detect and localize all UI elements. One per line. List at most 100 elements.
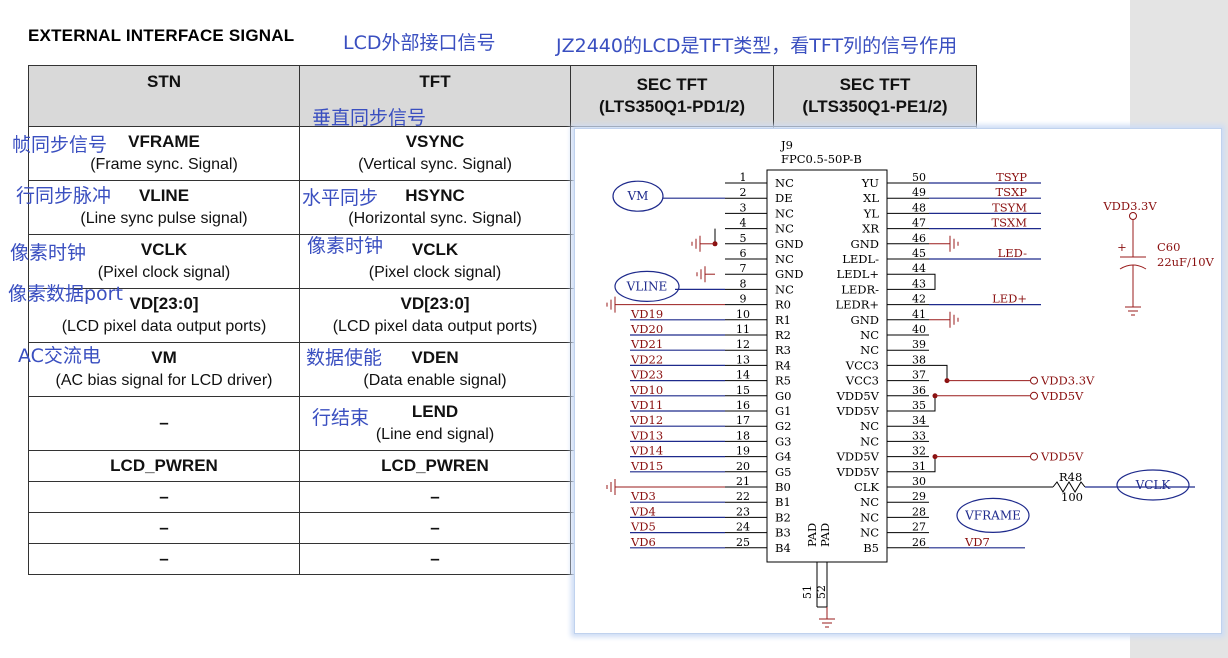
power-port	[1129, 212, 1137, 220]
pin-number: 47	[912, 217, 926, 230]
cell-stn: –	[28, 512, 300, 544]
pad-label-1: PAD	[805, 523, 819, 547]
pin-number: 3	[740, 201, 747, 214]
net-label: VD6	[630, 535, 656, 549]
pin-number: 45	[912, 247, 926, 260]
net-label: VD20	[630, 322, 663, 336]
part-reference: J9	[780, 138, 793, 152]
pin-number: 34	[912, 414, 926, 427]
pin-name: VDD5V	[836, 450, 880, 464]
pin-name: GND	[775, 267, 803, 281]
pin-number: 49	[912, 186, 926, 199]
pin-name: B3	[775, 526, 791, 540]
stn-signal-name: –	[159, 548, 169, 568]
stn-signal-name: –	[159, 486, 169, 506]
pin-number: 15	[736, 384, 750, 397]
pin-number: 26	[912, 536, 926, 549]
pin-name: R0	[775, 298, 791, 312]
vdd5-label-2: VDD5V	[1040, 450, 1084, 464]
net-label: VD14	[630, 444, 663, 458]
pin-number: 33	[912, 429, 926, 442]
pin-name: G2	[775, 419, 792, 433]
pin-name: NC	[860, 495, 879, 509]
pin-name: VDD5V	[836, 389, 880, 403]
pin-number: 38	[912, 353, 926, 366]
pin-name: B0	[775, 480, 791, 494]
power-port	[1030, 376, 1038, 385]
pin-number: 12	[736, 338, 750, 351]
pin-number: 29	[912, 490, 926, 503]
tft-signal-desc: (Vertical sync. Signal)	[358, 156, 512, 173]
pin-name: NC	[860, 328, 879, 342]
tft-signal-desc: (Pixel clock signal)	[368, 264, 502, 281]
tft-signal-name: –	[430, 517, 440, 537]
pin-number: 17	[736, 414, 750, 427]
pin-number: 14	[736, 369, 750, 382]
net-label: VD15	[630, 459, 663, 473]
pin-name: DE	[775, 191, 793, 205]
net-label: VD7	[964, 535, 990, 549]
pin-name: LEDL+	[836, 267, 879, 281]
pin-name: NC	[775, 222, 794, 236]
pin-number: 28	[912, 505, 926, 518]
pin-number: 6	[740, 247, 747, 260]
c60-ref: C60	[1157, 240, 1180, 254]
vdd5-tie2	[929, 456, 936, 473]
pin-name: NC	[860, 526, 879, 540]
c60-vdd33-label: VDD3.3V	[1102, 199, 1157, 213]
pin-name: LEDR+	[835, 298, 879, 312]
pin-name: VDD5V	[836, 465, 880, 479]
stn-signal-desc: (Frame sync. Signal)	[90, 156, 238, 173]
cell-stn: VFRAME(Frame sync. Signal)	[28, 126, 300, 181]
pin-name: YU	[861, 176, 880, 190]
pin-number: 27	[912, 521, 926, 534]
cell-tft: VDEN(Data enable signal)	[299, 342, 571, 397]
r48-resistor	[1052, 481, 1086, 493]
net-label: TSYM	[992, 200, 1027, 214]
vclk-circle	[1116, 469, 1190, 501]
cell-stn: –	[28, 396, 300, 451]
led-loop	[929, 273, 936, 290]
stn-signal-name: –	[159, 517, 169, 537]
pin-number: 36	[912, 384, 926, 397]
r48-ref: R48	[1059, 470, 1082, 484]
tft-signal-name: VDEN	[411, 348, 459, 367]
net-label: TSXP	[996, 185, 1028, 199]
pin-number: 2	[740, 186, 747, 199]
net-label: VD10	[630, 383, 663, 397]
vdd5-tie	[929, 395, 936, 412]
pin-name: VDD5V	[836, 404, 880, 418]
r48-value: 100	[1061, 490, 1083, 504]
pin-number: 41	[912, 308, 926, 321]
pin-name: G5	[775, 465, 792, 479]
pin-name: G3	[775, 434, 792, 448]
pin-number: 46	[912, 232, 926, 245]
stn-signal-desc: (AC bias signal for LCD driver)	[55, 372, 273, 389]
header-stn: STN	[28, 65, 300, 127]
c60-value: 22uF/10V	[1157, 255, 1215, 269]
pin-name: CLK	[854, 480, 879, 494]
pin-number: 10	[736, 308, 750, 321]
pin-name: NC	[775, 252, 794, 266]
net-label: VD11	[630, 398, 663, 412]
net-label: VD21	[630, 337, 663, 351]
tft-signal-desc: (LCD pixel data output ports)	[332, 318, 538, 335]
header-sec-tft-pe: SEC TFT (LTS350Q1-PE1/2)	[773, 65, 977, 127]
pin-name: NC	[775, 282, 794, 296]
vframe-circled-label: VFRAME	[964, 508, 1021, 522]
note-vclk-stn: 像素时钟	[10, 242, 87, 264]
pin-number: 9	[740, 293, 747, 306]
cell-stn: LCD_PWREN	[28, 450, 300, 482]
pin-name: R2	[775, 328, 791, 342]
c60-plus: +	[1117, 240, 1127, 254]
pin-number: 21	[736, 475, 750, 488]
pin-name: G0	[775, 389, 792, 403]
pin-name: NC	[860, 419, 879, 433]
net-label: VD3	[630, 489, 656, 503]
tft-signal-name: VCLK	[411, 240, 459, 259]
pin-name: LEDL-	[842, 252, 879, 266]
vcc3-tie	[929, 364, 948, 381]
stn-signal-name: VD[23:0]	[129, 294, 199, 313]
note-vline: 行同步脉冲	[16, 185, 112, 207]
